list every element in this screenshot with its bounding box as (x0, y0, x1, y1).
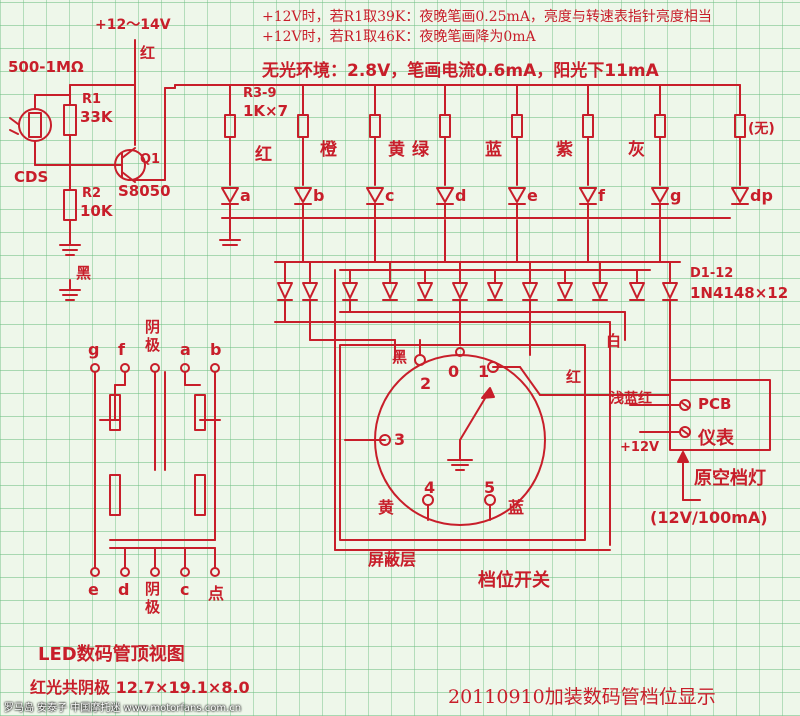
r2-name: R2 (82, 186, 102, 201)
switch-blue: 蓝 (508, 498, 525, 517)
led-bottom-pin-cathode: 阴极 (145, 580, 161, 616)
meter-pcb: PCB (698, 395, 732, 413)
supply-black: 黑 (76, 264, 92, 282)
meter-meter: 仪表 (698, 428, 734, 449)
r1-resistor (63, 104, 77, 136)
color-yellow: 黄 (388, 140, 405, 160)
switch-red: 红 (566, 368, 582, 386)
supply-red: 红 (140, 44, 156, 62)
q1-transistor (114, 147, 146, 183)
segment-a: a (240, 186, 251, 205)
led-top-pin-cathode: 阴极 (145, 318, 161, 354)
segment-c: c (385, 186, 395, 205)
q1-part: S8050 (118, 182, 171, 200)
led-view-subtitle: 红光共阴极 12.7×19.1×8.0 (30, 678, 250, 697)
led-view-title: LED数码管顶视图 (38, 644, 185, 665)
color-red: 红 (255, 145, 272, 165)
diode-matrix (274, 219, 681, 546)
supply-wiring (54, 39, 741, 301)
led-top-pin-a: a (180, 340, 191, 359)
supply-voltage: +12～14V (95, 17, 171, 33)
switch-shield: 屏蔽层 (368, 550, 417, 569)
led-top-pin-f: f (118, 340, 125, 359)
segment-f: f (598, 186, 605, 205)
led-top-view (90, 363, 221, 577)
diode-name: D1-12 (690, 266, 734, 281)
meter-lamp-spec: (12V/100mA) (650, 508, 768, 527)
r3-value: 1K×7 (243, 102, 289, 120)
switch-pos-5: 5 (484, 478, 496, 497)
switch-pos-1: 1 (478, 362, 490, 381)
note-3: 无光环境：2.8V，笔画电流0.6mA，阳光下11mA (262, 61, 659, 81)
note-1: +12V时，若R1取39K：夜晚笔画0.25mA，亮度与转速表指针亮度相当 (262, 9, 712, 25)
led-bottom-pin-dp: 点 (208, 584, 225, 603)
q1-name: Q1 (140, 152, 161, 167)
segment-leds (219, 187, 749, 246)
color-orange: 橙 (320, 140, 337, 160)
color-green: 绿 (412, 140, 429, 160)
switch-label: 档位开关 (478, 570, 550, 591)
meter-light-blue-red: 浅蓝红 (610, 391, 652, 407)
r1-value: 33K (80, 108, 113, 126)
switch-black: 黑 (392, 348, 408, 366)
meter-original-lamp: 原空档灯 (694, 468, 766, 489)
r1-name: R1 (82, 92, 102, 107)
switch-pos-2: 2 (420, 374, 432, 393)
cds-label: CDS (14, 168, 49, 186)
led-bottom-pin-e: e (88, 580, 99, 599)
color-blue: 蓝 (485, 140, 502, 160)
gear-switch (334, 269, 671, 551)
meter-plus12: +12V (620, 440, 660, 455)
cds-range: 500-1MΩ (8, 58, 84, 76)
r2-resistor (63, 189, 77, 221)
segment-resistors (224, 84, 746, 186)
led-top-pin-b: b (210, 340, 222, 359)
diode-part: 1N4148×12 (690, 284, 789, 302)
r3-name: R3-9 (243, 86, 277, 101)
note-2: +12V时，若R1取46K：夜晚笔画降为0mA (262, 29, 536, 45)
segment-d: d (455, 186, 467, 205)
switch-pos-0: 0 (448, 362, 460, 381)
led-top-pin-g: g (88, 340, 100, 359)
switch-white: 白 (606, 332, 622, 350)
segment-b: b (313, 186, 325, 205)
r2-value: 10K (80, 202, 113, 220)
color-gray: 灰 (628, 140, 645, 160)
color-purple: 紫 (556, 140, 573, 160)
switch-pos-3: 3 (394, 430, 406, 449)
segment-e: e (527, 186, 538, 205)
led-bottom-pin-c: c (180, 580, 190, 599)
none-label: (无) (748, 121, 775, 137)
watermark: 罗马岛 安泰子 中国摩托迷 www.motorfans.com.cn (4, 703, 242, 714)
switch-yellow: 黄 (378, 498, 395, 517)
meter-wiring (629, 379, 771, 501)
footer-title: 20110910加装数码管档位显示 (448, 686, 716, 708)
switch-pos-4: 4 (424, 478, 436, 497)
segment-dp: dp (750, 186, 773, 205)
segment-g: g (670, 186, 682, 205)
led-bottom-pin-d: d (118, 580, 130, 599)
cds-photoresistor (9, 94, 71, 166)
